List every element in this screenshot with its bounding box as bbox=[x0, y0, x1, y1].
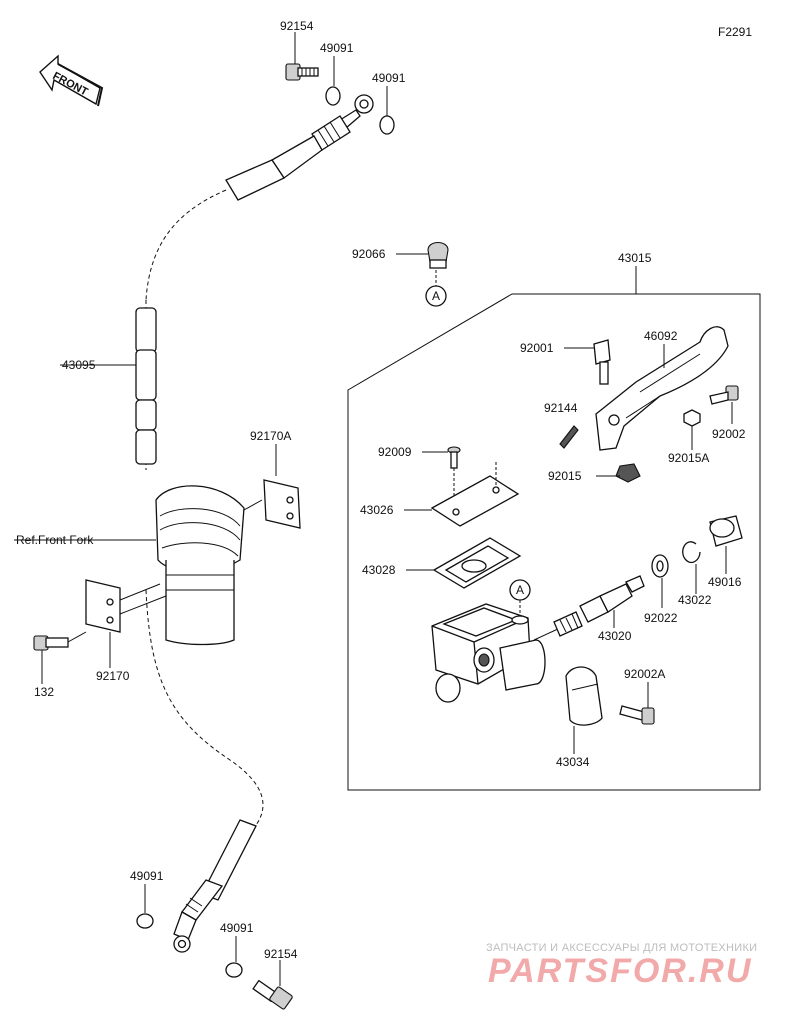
callout-49091-b: 49091 bbox=[372, 71, 406, 85]
front-fork-reference bbox=[155, 485, 245, 646]
callout-92170: 92170 bbox=[96, 669, 130, 683]
banjo-bolt-bottom bbox=[252, 979, 293, 1010]
callout-49016: 49016 bbox=[708, 575, 742, 589]
callout-43022: 43022 bbox=[678, 593, 712, 607]
hose-fitting-bottom bbox=[173, 819, 257, 953]
pin-92144 bbox=[559, 425, 579, 449]
callout-49091-d: 49091 bbox=[220, 921, 254, 935]
boot-49016 bbox=[709, 515, 743, 547]
callout-43020: 43020 bbox=[598, 629, 632, 643]
pivot-bolt-92001 bbox=[593, 339, 611, 385]
callout-92002: 92002 bbox=[712, 427, 746, 441]
master-cylinder-body bbox=[431, 603, 546, 703]
ref-marker-a-top bbox=[425, 285, 447, 307]
washer-bottom-1 bbox=[136, 913, 154, 929]
bolt-132 bbox=[33, 631, 87, 651]
callout-92066: 92066 bbox=[352, 247, 386, 261]
diaphragm-43028 bbox=[432, 537, 522, 589]
callout-92002a: 92002A bbox=[624, 667, 665, 681]
bracket-92170 bbox=[85, 579, 167, 633]
callout-49091-a: 49091 bbox=[320, 41, 354, 55]
cap-92066 bbox=[427, 241, 449, 269]
washer-top-1 bbox=[325, 86, 341, 106]
screw-92009 bbox=[447, 446, 461, 469]
bolt-92002a bbox=[619, 705, 655, 725]
figure-code: F2291 bbox=[718, 25, 752, 39]
callout-92001: 92001 bbox=[520, 341, 554, 355]
circlip-43022 bbox=[682, 541, 701, 564]
reservoir-cover-43026 bbox=[430, 462, 520, 527]
front-arrow-icon: FRONT bbox=[39, 54, 104, 107]
callout-49091-c: 49091 bbox=[130, 869, 164, 883]
callout-92154-top: 92154 bbox=[280, 19, 314, 33]
bolt-92002 bbox=[709, 385, 739, 405]
washer-bottom-2 bbox=[225, 962, 243, 978]
nut-92015a bbox=[683, 409, 701, 427]
ref-front-fork-label: Ref.Front Fork bbox=[16, 533, 94, 547]
callout-92015: 92015 bbox=[548, 469, 582, 483]
washer-top-2 bbox=[379, 115, 395, 135]
callout-92144: 92144 bbox=[544, 401, 578, 415]
callout-132: 132 bbox=[34, 685, 54, 699]
hose-guard bbox=[135, 307, 157, 465]
callout-43015: 43015 bbox=[618, 251, 652, 265]
piston-kit-43020 bbox=[533, 575, 645, 641]
callout-43028: 43028 bbox=[362, 563, 396, 577]
callout-46092: 46092 bbox=[644, 329, 678, 343]
callout-43034: 43034 bbox=[556, 755, 590, 769]
brake-lever-46092 bbox=[595, 326, 729, 483]
watermark-brand: PARTSFOR.RU bbox=[488, 952, 752, 990]
callout-92022: 92022 bbox=[644, 611, 678, 625]
ref-marker-a-top-label: A bbox=[432, 289, 440, 303]
watermark-tagline: ЗАПЧАСТИ И АКСЕССУАРЫ ДЛЯ МОТОТЕХНИКИ bbox=[486, 942, 757, 954]
assembly-outline-43015 bbox=[347, 293, 761, 791]
ref-marker-a-body-label: A bbox=[516, 583, 524, 597]
clamp-43034 bbox=[565, 666, 603, 726]
callout-92154-bottom: 92154 bbox=[264, 947, 298, 961]
callout-43095: 43095 bbox=[62, 358, 96, 372]
callout-43026: 43026 bbox=[360, 503, 394, 517]
callout-92170a: 92170A bbox=[250, 429, 291, 443]
banjo-bolt-top bbox=[285, 63, 319, 81]
callout-92009: 92009 bbox=[378, 445, 412, 459]
hose-fitting-top bbox=[225, 94, 374, 201]
bracket-92170a bbox=[243, 479, 301, 529]
callout-92015a: 92015A bbox=[668, 451, 709, 465]
